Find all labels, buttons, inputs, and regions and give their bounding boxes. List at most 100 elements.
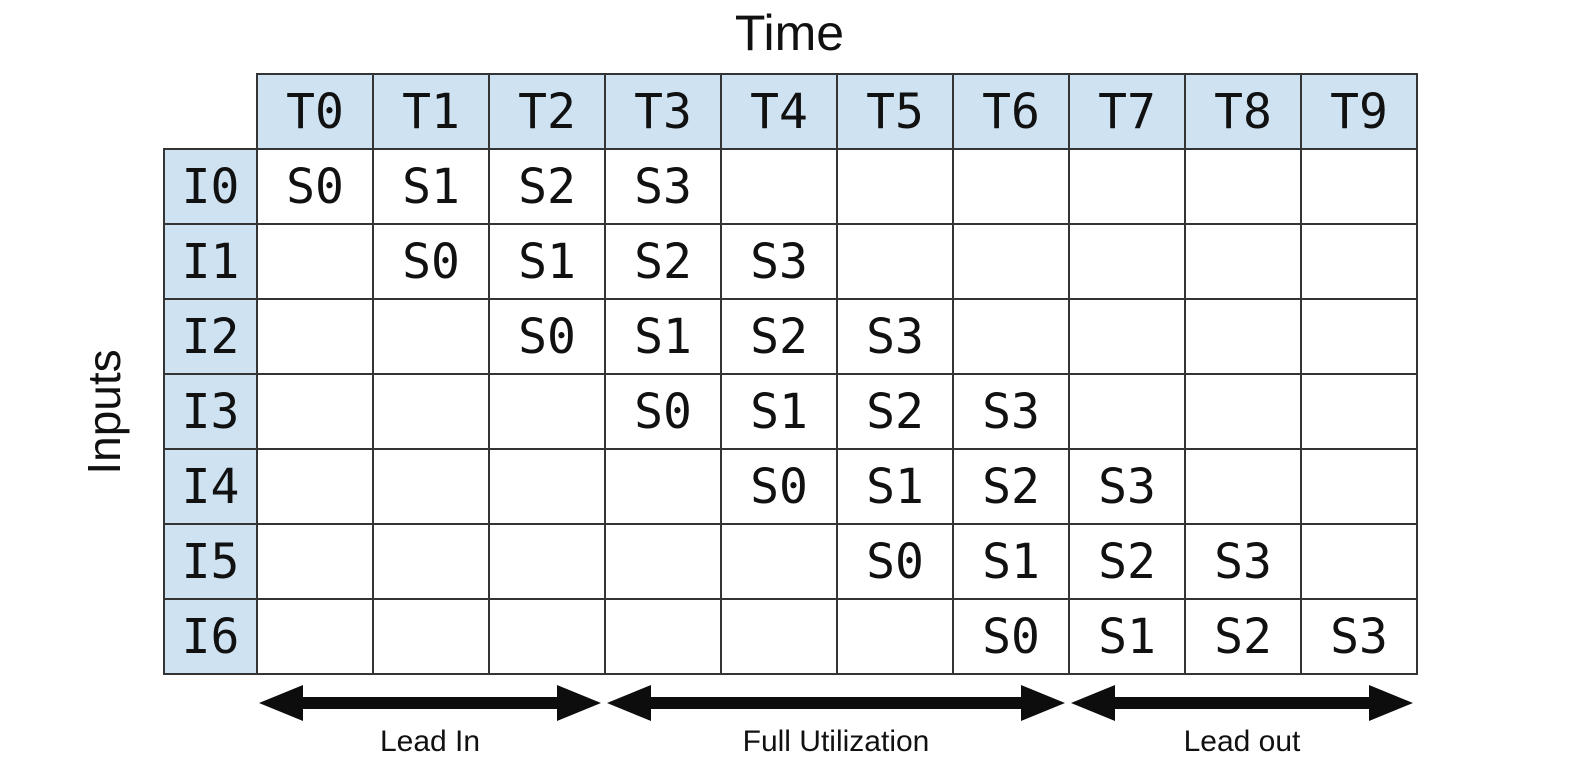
empty-cell: [1300, 448, 1418, 525]
empty-cell: [836, 598, 954, 675]
input-header-cell: I1: [163, 223, 258, 300]
empty-cell: [1300, 523, 1418, 600]
empty-cell: [372, 523, 490, 600]
empty-cell: [1068, 223, 1186, 300]
stage-cell: S1: [488, 223, 606, 300]
empty-cell: [720, 598, 838, 675]
stage-cell: S0: [488, 298, 606, 375]
stage-cell: S1: [1068, 598, 1186, 675]
phase-label: Full Utilization: [742, 725, 930, 758]
empty-cell: [604, 523, 722, 600]
empty-cell: [952, 298, 1070, 375]
phase-lead-in: Lead In: [256, 683, 604, 763]
empty-cell: [1184, 148, 1302, 225]
time-header-cell: T8: [1184, 73, 1302, 150]
y-axis-label: Inputs: [78, 349, 130, 475]
stage-cell: S2: [604, 223, 722, 300]
time-header-cell: T3: [604, 73, 722, 150]
empty-cell: [1068, 148, 1186, 225]
empty-cell: [604, 598, 722, 675]
time-header-cell: T4: [720, 73, 838, 150]
empty-cell: [1184, 298, 1302, 375]
stage-cell: S3: [1184, 523, 1302, 600]
time-header-cell: T1: [372, 73, 490, 150]
empty-cell: [1300, 373, 1418, 450]
empty-cell: [1068, 298, 1186, 375]
empty-cell: [256, 523, 374, 600]
empty-cell: [372, 448, 490, 525]
empty-cell: [372, 298, 490, 375]
stage-cell: S3: [1300, 598, 1418, 675]
stage-cell: S1: [720, 373, 838, 450]
empty-cell: [720, 523, 838, 600]
stage-cell: S2: [836, 373, 954, 450]
empty-cell: [488, 523, 606, 600]
stage-cell: S1: [604, 298, 722, 375]
stage-cell: S0: [836, 523, 954, 600]
stage-cell: S0: [952, 598, 1070, 675]
double-arrow-icon: [259, 685, 601, 721]
phase-full-utilization: Full Utilization: [604, 683, 1068, 763]
empty-cell: [256, 298, 374, 375]
empty-cell: [1300, 298, 1418, 375]
empty-cell: [256, 448, 374, 525]
input-header-cell: I3: [163, 373, 258, 450]
stage-cell: S1: [372, 148, 490, 225]
empty-cell: [1184, 373, 1302, 450]
stage-cell: S3: [604, 148, 722, 225]
empty-cell: [952, 148, 1070, 225]
empty-cell: [488, 598, 606, 675]
empty-cell: [1184, 223, 1302, 300]
input-header-cell: I4: [163, 448, 258, 525]
empty-cell: [488, 448, 606, 525]
empty-cell: [836, 148, 954, 225]
input-header-cell: I6: [163, 598, 258, 675]
stage-cell: S0: [372, 223, 490, 300]
empty-cell: [1068, 373, 1186, 450]
empty-cell: [720, 148, 838, 225]
empty-cell: [952, 223, 1070, 300]
stage-cell: S0: [720, 448, 838, 525]
phase-label: Lead In: [379, 725, 481, 758]
stage-cell: S2: [952, 448, 1070, 525]
empty-cell: [1300, 223, 1418, 300]
stage-cell: S3: [952, 373, 1070, 450]
stage-cell: S1: [952, 523, 1070, 600]
stage-cell: S3: [836, 298, 954, 375]
time-header-cell: T9: [1300, 73, 1418, 150]
time-header-cell: T5: [836, 73, 954, 150]
input-header-cell: I2: [163, 298, 258, 375]
stage-cell: S2: [488, 148, 606, 225]
time-header-cell: T6: [952, 73, 1070, 150]
chart-title: Time: [734, 5, 845, 61]
time-header-cell: T0: [256, 73, 374, 150]
stage-cell: S3: [1068, 448, 1186, 525]
input-header-cell: I0: [163, 148, 258, 225]
double-arrow-icon: [607, 685, 1065, 721]
stage-cell: S2: [720, 298, 838, 375]
double-arrow-icon: [1071, 685, 1413, 721]
phase-label: Lead out: [1183, 725, 1301, 758]
empty-cell: [604, 448, 722, 525]
input-header-cell: I5: [163, 523, 258, 600]
time-header-cell: T2: [488, 73, 606, 150]
empty-cell: [836, 223, 954, 300]
stage-cell: S1: [836, 448, 954, 525]
empty-cell: [1300, 148, 1418, 225]
empty-cell: [1184, 448, 1302, 525]
empty-cell: [256, 223, 374, 300]
corner-cell: [164, 74, 257, 149]
time-header-cell: T7: [1068, 73, 1186, 150]
stage-cell: S0: [604, 373, 722, 450]
stage-cell: S0: [256, 148, 374, 225]
stage-cell: S2: [1068, 523, 1186, 600]
phase-lead-out: Lead out: [1068, 683, 1416, 763]
empty-cell: [488, 373, 606, 450]
stage-cell: S2: [1184, 598, 1302, 675]
empty-cell: [256, 373, 374, 450]
empty-cell: [256, 598, 374, 675]
empty-cell: [372, 373, 490, 450]
empty-cell: [372, 598, 490, 675]
